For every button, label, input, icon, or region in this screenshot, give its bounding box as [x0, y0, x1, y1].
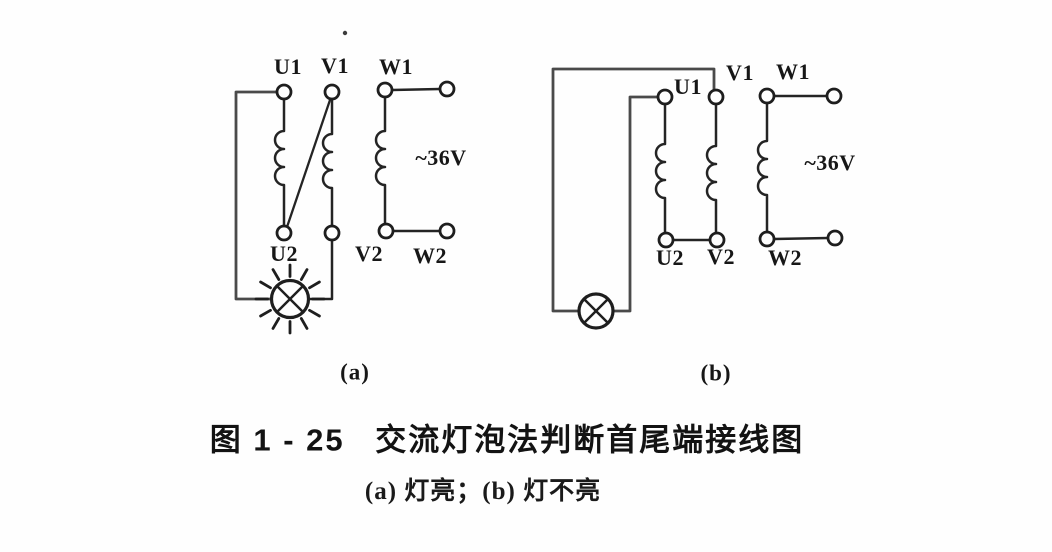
winding-coil-v-b	[705, 102, 718, 235]
winding-coil-u-b	[654, 102, 667, 235]
winding-coil-w-b	[756, 101, 769, 234]
winding-coil-u-a	[273, 97, 286, 228]
terminal-circles-a	[275, 80, 456, 242]
terminal-v1-a	[323, 83, 341, 101]
terminal-supply-bottom-a	[438, 222, 456, 240]
terminal-label-u1-b: U1	[674, 74, 702, 99]
diagram-b	[551, 67, 844, 330]
caption-subtitle: (a) 灯亮；(b) 灯不亮	[364, 478, 602, 505]
terminal-supply-bottom-b	[826, 229, 844, 247]
terminal-label-v1-b: V1	[726, 60, 754, 85]
terminal-w2-b	[758, 230, 776, 248]
lamp-unlit-icon	[577, 292, 615, 330]
terminal-supply-top-b	[825, 87, 843, 105]
terminal-circles-b	[656, 87, 844, 249]
terminal-label-v2-b: V2	[707, 244, 735, 269]
terminal-label-v2-a: V2	[355, 241, 383, 266]
terminal-label-u2-a: U2	[270, 241, 298, 266]
wire-a-u1-lamp	[234, 90, 279, 301]
wire-b-w2-supply	[772, 236, 830, 241]
sub-label-b: (b)	[700, 360, 732, 386]
wire-a-v1-u2-diagonal	[285, 98, 332, 229]
terminal-label-v1-a: V1	[321, 53, 349, 78]
terminal-u1-b	[656, 88, 674, 106]
terminal-u2-b	[657, 231, 675, 249]
terminal-supply-top-a	[438, 80, 456, 98]
terminal-label-w1-b: W1	[776, 59, 810, 84]
terminal-label-u1-a: U1	[274, 54, 302, 79]
terminal-v1-b	[707, 88, 725, 106]
terminal-v2-a	[323, 224, 341, 242]
diagram-a	[234, 80, 456, 335]
voltage-label-b: ~36V	[804, 150, 856, 175]
terminal-v2-b	[708, 231, 726, 249]
wire-b-u1-lamp	[611, 95, 660, 313]
terminal-w1-b	[758, 87, 776, 105]
figure-caption: 图 1 - 25 交流灯泡法判断首尾端接线图	[210, 415, 805, 460]
wire-a-v2-lamp	[308, 238, 334, 301]
figure-title: 交流灯泡法判断首尾端接线图	[375, 422, 805, 458]
terminal-w1-a	[376, 81, 394, 99]
terminal-w2-a	[377, 222, 395, 240]
wire-b-v1-lamp	[551, 67, 716, 313]
terminal-label-w2-a: W2	[413, 243, 447, 268]
winding-coil-v-a	[321, 97, 334, 228]
sub-label-a: (a)	[340, 359, 370, 385]
wire-a-w1-supply	[390, 87, 442, 92]
figure-number: 图 1 - 25	[209, 422, 345, 458]
terminal-label-u2-b: U2	[656, 245, 684, 270]
lamp-lit-icon	[254, 263, 326, 335]
terminal-label-w2-b: W2	[768, 245, 802, 270]
terminal-label-w1-a: W1	[379, 54, 413, 79]
lamp-rays	[254, 263, 326, 335]
winding-coil-w-a	[374, 95, 387, 226]
ink-speck	[342, 30, 348, 36]
terminal-u2-a	[275, 224, 293, 242]
terminal-u1-a	[275, 83, 293, 101]
voltage-label-a: ~36V	[415, 145, 467, 170]
